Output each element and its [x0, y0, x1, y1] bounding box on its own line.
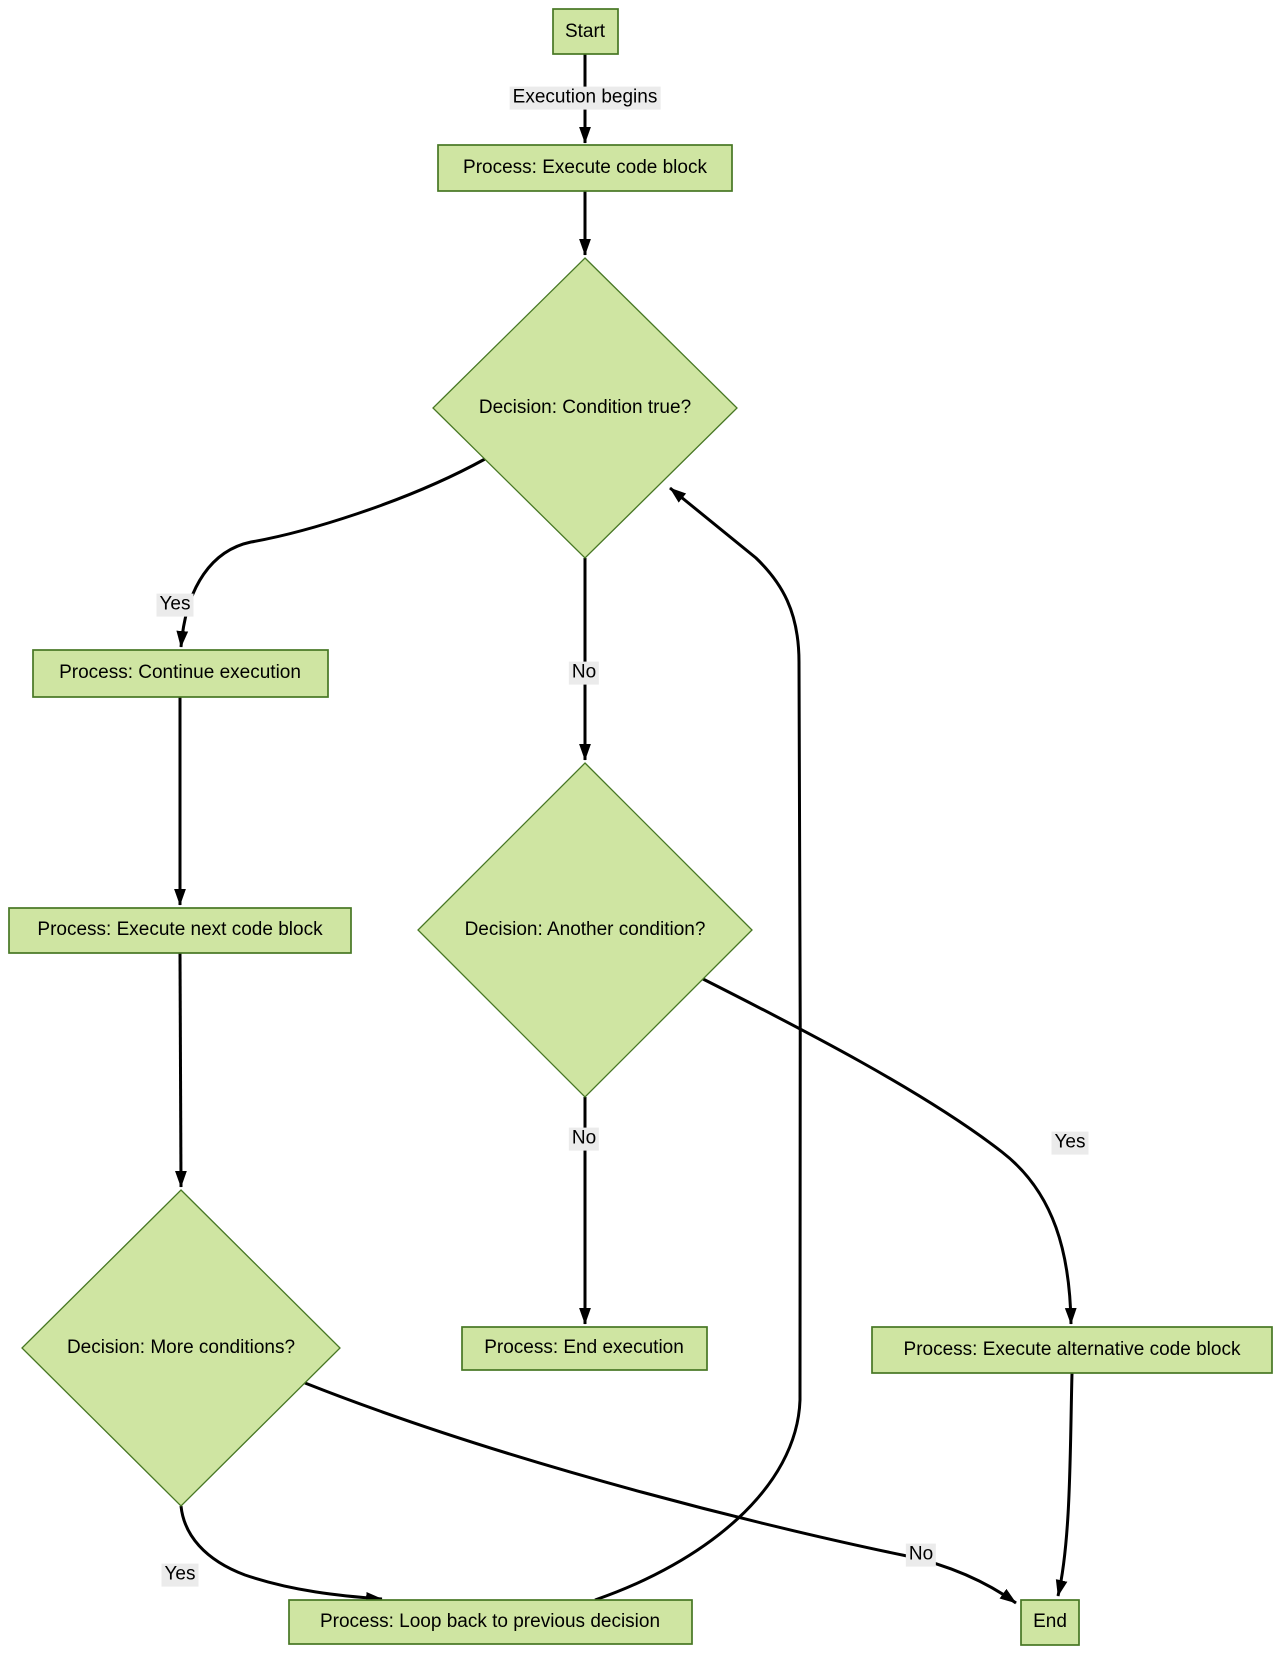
node-cond-true-shape [432, 257, 738, 559]
edge-cond-true-yes-to-continue [176, 457, 486, 648]
node-start-shape [552, 8, 619, 55]
node-more-cond-shape [21, 1189, 341, 1507]
node-label-cond-true: Decision: Condition true? [478, 397, 692, 419]
node-label-more-cond: Decision: More conditions? [66, 1337, 296, 1359]
node-label-end-exec: Process: End execution [484, 1337, 684, 1359]
node-loop-back-shape [288, 1599, 693, 1645]
node-end-exec-shape [461, 1326, 708, 1371]
node-label-exec-code: Process: Execute code block [463, 157, 707, 179]
node-label-start: Start [564, 21, 606, 43]
node-continue-exec-shape [32, 649, 329, 698]
node-label-exec-alt: Process: Execute alternative code block [903, 1339, 1241, 1361]
node-label-exec-next: Process: Execute next code block [37, 919, 323, 941]
node-end-shape [1020, 1599, 1080, 1646]
node-label-end: End [1033, 1611, 1067, 1633]
edge-more-cond-no-to-end [304, 1381, 1017, 1605]
edge-label-no-3: No [905, 1543, 937, 1567]
edge-label-execution-begins: Execution begins [509, 86, 661, 110]
edge-label-yes-3: Yes [161, 1563, 199, 1587]
edge-group [174, 54, 1077, 1605]
edge-exec-alt-to-end [1055, 1372, 1074, 1597]
node-exec-code-shape [437, 144, 733, 192]
node-another-cond-shape [417, 762, 753, 1098]
edge-more-cond-yes-to-loop-back [179, 1505, 383, 1604]
node-exec-alt-shape [871, 1326, 1273, 1374]
node-label-another-cond: Decision: Another condition? [464, 919, 706, 941]
edge-label-no-1: No [568, 661, 600, 685]
edge-loop-back-to-cond-true [594, 486, 803, 1602]
node-label-loop-back: Process: Loop back to previous decision [319, 1611, 661, 1633]
edge-label-yes-2: Yes [1051, 1131, 1089, 1155]
node-group [8, 8, 1273, 1646]
edge-another-cond-yes-to-exec-alt [702, 977, 1077, 1325]
node-exec-next-shape [8, 907, 352, 954]
node-label-continue-exec: Process: Continue execution [59, 662, 301, 684]
edge-label-yes-1: Yes [156, 593, 194, 617]
edge-label-no-2: No [568, 1127, 600, 1151]
edge-exec-next-to-more-cond [175, 952, 187, 1188]
